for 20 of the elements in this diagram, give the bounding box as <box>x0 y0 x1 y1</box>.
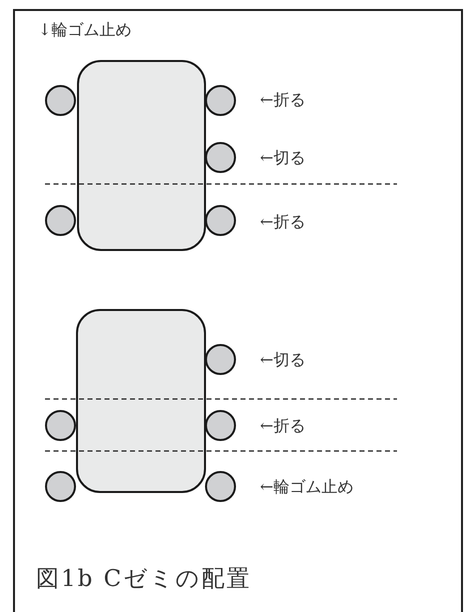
circle-shape <box>45 205 76 236</box>
circle-shape <box>45 85 76 116</box>
circle-shape <box>205 205 236 236</box>
annotation-text: ←輪ゴム止め <box>260 479 354 495</box>
annotation-text: ↓輪ゴム止め <box>38 22 132 38</box>
circle-shape <box>205 471 236 502</box>
circle-shape <box>45 410 76 441</box>
circle-shape <box>205 344 236 375</box>
circle-shape <box>45 471 76 502</box>
circle-shape <box>205 142 236 173</box>
rounded-rectangle <box>77 60 206 251</box>
figure-caption: 図1b Cゼミの配置 <box>36 565 252 594</box>
circle-shape <box>205 410 236 441</box>
annotation-text: ←折る <box>260 92 306 108</box>
annotation-text: ←折る <box>260 214 306 230</box>
annotation-text: ←切る <box>260 352 306 368</box>
annotation-text: ←折る <box>260 418 306 434</box>
rounded-rectangle <box>76 309 206 493</box>
annotation-text: ←切る <box>260 150 306 166</box>
circle-shape <box>205 85 236 116</box>
